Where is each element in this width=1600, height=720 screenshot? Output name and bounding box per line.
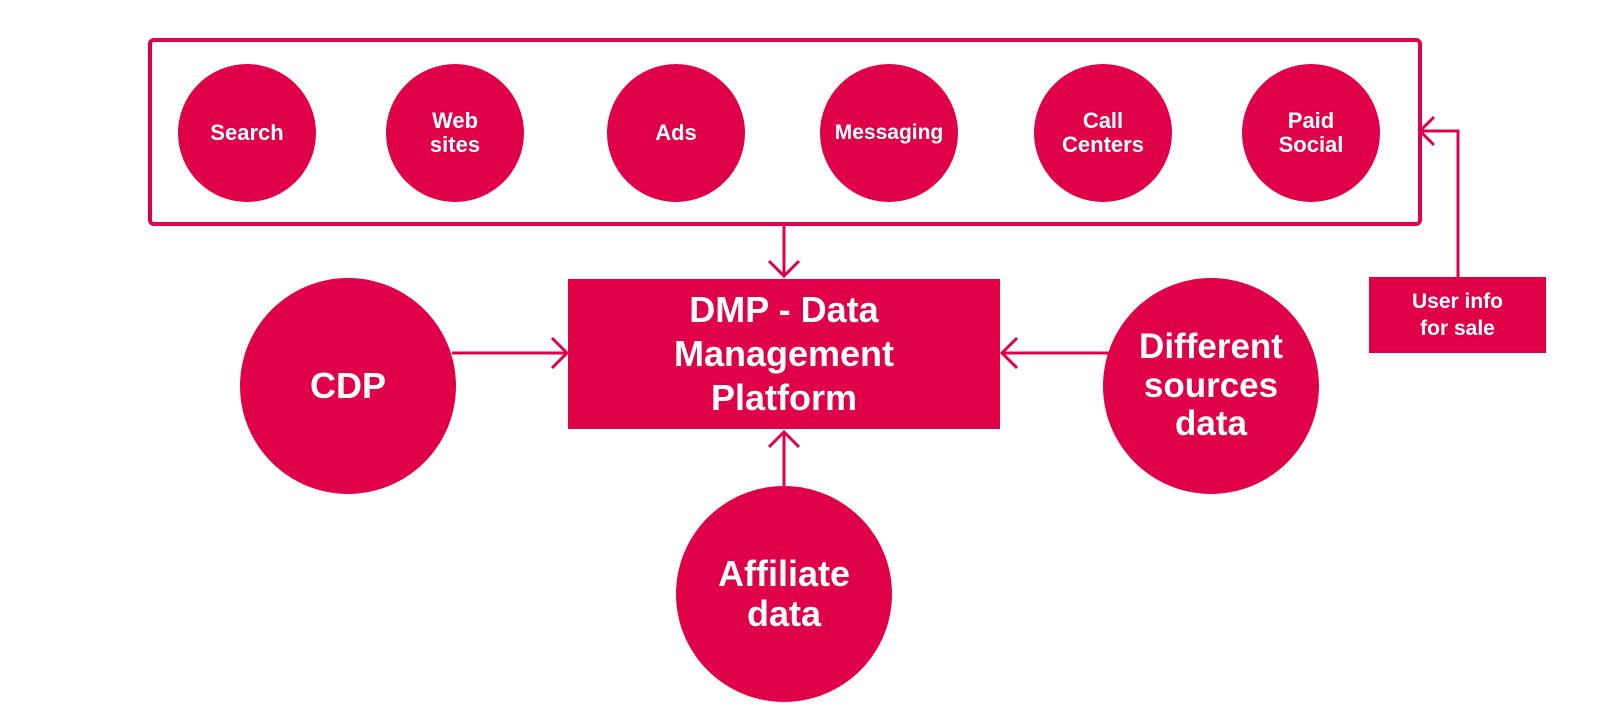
channel-search: Search xyxy=(178,64,316,202)
cdp-node: CDP xyxy=(240,278,456,494)
arrowhead-right-icon xyxy=(550,336,570,370)
dmp-box: DMP - Data Management Platform xyxy=(568,279,1000,429)
channel-messaging: Messaging xyxy=(820,64,958,202)
arrowhead-down-icon xyxy=(767,259,801,279)
different-sources-node: Different sources data xyxy=(1103,278,1319,494)
affiliate-data-node: Affiliate data xyxy=(676,486,892,702)
channels-group xyxy=(148,38,1422,226)
arrow-sale-to-channels xyxy=(1420,129,1460,277)
user-info-for-sale-box: User info for sale xyxy=(1369,277,1546,353)
channel-web-sites: Web sites xyxy=(386,64,524,202)
arrowhead-left-icon xyxy=(999,336,1019,370)
channel-ads: Ads xyxy=(607,64,745,202)
channel-call-centers: Call Centers xyxy=(1034,64,1172,202)
arrowhead-up-icon xyxy=(767,429,801,449)
channel-paid-social: Paid Social xyxy=(1242,64,1380,202)
